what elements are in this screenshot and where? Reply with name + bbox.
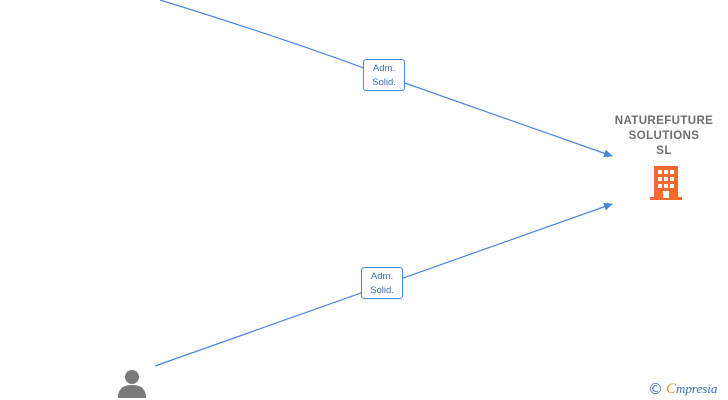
brand-logo-text: mpresia xyxy=(676,381,718,396)
building-icon[interactable] xyxy=(648,163,684,201)
company-name[interactable]: NATUREFUTURE SOLUTIONS SL xyxy=(606,114,722,159)
edge-label-bottom[interactable]: Adm. Solid. xyxy=(361,267,403,299)
company-name-line3: SL xyxy=(656,145,672,157)
copyright-icon: © xyxy=(648,380,663,398)
brand-logo-initial: C xyxy=(666,381,677,397)
edge-label-bottom-line1: Adm. xyxy=(370,271,394,282)
edge-label-bottom-line2: Solid. xyxy=(370,285,394,296)
edge-label-top-line1: Adm. xyxy=(372,63,396,74)
person-icon[interactable] xyxy=(115,368,149,400)
company-name-line2: SOLUTIONS xyxy=(628,130,700,142)
edge-label-top[interactable]: Adm. Solid. xyxy=(363,59,405,91)
edge-label-top-line2: Solid. xyxy=(372,77,396,88)
empresia-brand[interactable]: ©Cmpresia xyxy=(648,378,728,400)
company-name-line1: NATUREFUTURE xyxy=(614,115,714,127)
